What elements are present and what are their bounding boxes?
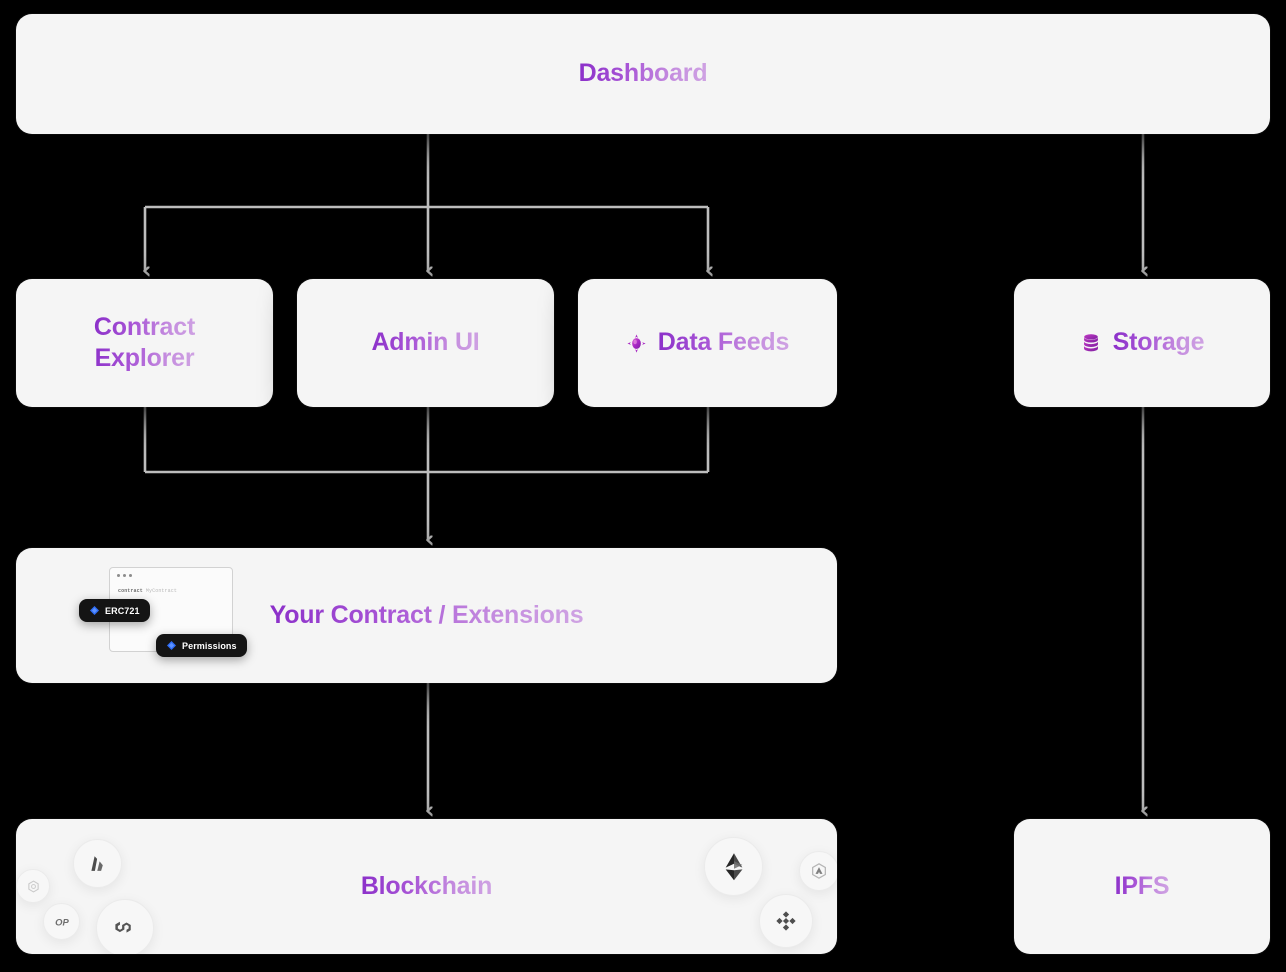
node-ipfs[interactable]: IPFS (1014, 819, 1270, 954)
chain-logo-binance (759, 894, 813, 948)
node-dashboard[interactable]: Dashboard (16, 14, 1270, 134)
avalanche-icon (812, 863, 826, 879)
contract-illustration: contract MyContract ERC721 Permissions (79, 564, 294, 667)
node-data-feeds-label: Data Feeds (658, 327, 790, 358)
chain-logo-polygon (96, 899, 154, 954)
polygon-icon (115, 921, 131, 933)
optimism-icon: OP (55, 917, 69, 928)
database-icon (1083, 333, 1098, 352)
node-admin-ui-label: Admin UI (371, 327, 479, 358)
node-storage-label: Storage (1113, 327, 1205, 358)
node-your-contract-label: Your Contract / Extensions (270, 600, 584, 631)
blue-diamond-icon (90, 606, 99, 615)
chain-logo-ethereum (704, 837, 763, 896)
chain-logo-avalanche (799, 851, 837, 891)
window-traffic-lights (110, 568, 232, 577)
node-your-contract[interactable]: contract MyContract ERC721 Permissions Y… (16, 548, 837, 683)
node-data-feeds[interactable]: Data Feeds (578, 279, 837, 407)
binance-icon (776, 911, 796, 931)
blue-diamond-icon (167, 641, 176, 650)
node-admin-ui[interactable]: Admin UI (297, 279, 554, 407)
node-contract-explorer-label: Contract Explorer (94, 312, 195, 375)
arbitrum-icon (90, 855, 103, 871)
chain-logo-chainlink (16, 869, 50, 903)
code-identifier: MyContract (142, 588, 177, 594)
node-dashboard-label: Dashboard (579, 58, 708, 89)
pill-erc721[interactable]: ERC721 (79, 599, 150, 622)
node-blockchain-label: Blockchain (361, 871, 493, 902)
chainlink-icon (27, 879, 39, 893)
chain-logo-arbitrum (73, 839, 122, 888)
svg-text:OP: OP (55, 917, 69, 928)
ethereum-icon (725, 852, 742, 880)
chain-logo-optimism: OP (43, 903, 80, 940)
pill-permissions[interactable]: Permissions (156, 634, 247, 657)
pill-erc721-label: ERC721 (105, 605, 140, 616)
gem-icon (627, 333, 646, 353)
code-line: contract MyContract (118, 588, 177, 594)
node-blockchain[interactable]: OP (16, 819, 837, 954)
node-ipfs-label: IPFS (1115, 871, 1170, 902)
node-contract-explorer[interactable]: Contract Explorer (16, 279, 273, 407)
code-keyword: contract (118, 588, 143, 594)
pill-permissions-label: Permissions (182, 640, 237, 651)
node-storage[interactable]: Storage (1014, 279, 1270, 407)
